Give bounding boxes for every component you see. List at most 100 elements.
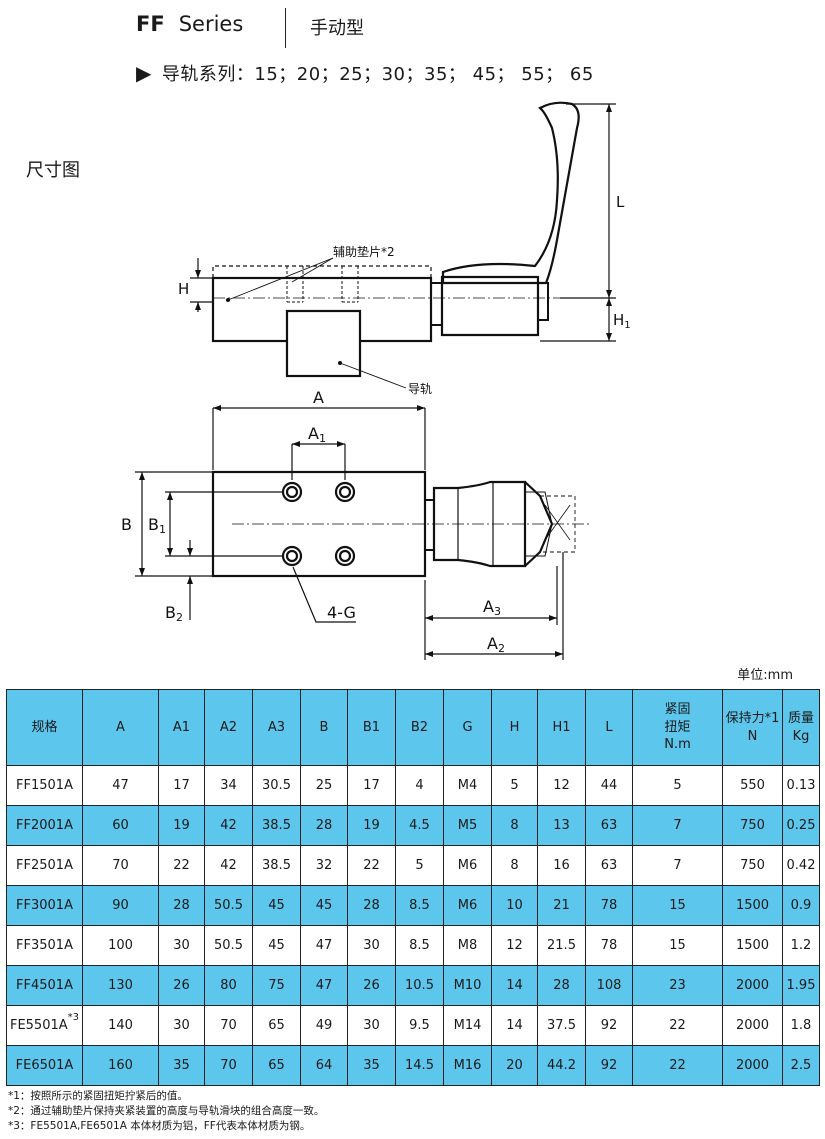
value-cell: 12 xyxy=(491,925,538,966)
rail-series-line: ▶导轨系列：15；20；25；30；35； 45； 55； 65 xyxy=(136,60,594,86)
value-cell: 26 xyxy=(347,965,396,1006)
value-cell: 45 xyxy=(300,885,348,926)
value-cell: 35 xyxy=(347,1045,396,1086)
value-cell: 14 xyxy=(491,1005,538,1046)
value-cell: 45 xyxy=(252,925,301,966)
label-H1: H xyxy=(613,311,624,329)
model-cell: FE5501A*3 xyxy=(6,1005,83,1046)
value-cell: 4.5 xyxy=(395,805,444,846)
value-cell: 1500 xyxy=(722,925,783,966)
value-cell: M4 xyxy=(443,765,492,806)
value-cell: 19 xyxy=(347,805,396,846)
value-cell: 70 xyxy=(204,1005,253,1046)
label-A3-sub: 3 xyxy=(494,605,501,618)
value-cell: 50.5 xyxy=(204,925,253,966)
header-cell: A3 xyxy=(252,689,301,766)
value-cell: 80 xyxy=(204,965,253,1006)
value-cell: 12 xyxy=(537,765,586,806)
header-cell: A xyxy=(82,689,159,766)
header-line: Kg xyxy=(792,728,810,744)
value-cell: 1.95 xyxy=(782,965,820,1006)
value-cell: 28 xyxy=(300,805,348,846)
value-cell: 37.5 xyxy=(537,1005,586,1046)
model-cell: FE6501A xyxy=(6,1045,83,1086)
label-holes: 4-G xyxy=(327,603,356,622)
model-footnote-mark: *3 xyxy=(67,1012,80,1023)
footnote: *3：FE5501A,FE6501A 本体材质为铝，FF代表本体材质为钢。 xyxy=(8,1120,311,1132)
pad-dashed-outline xyxy=(212,265,432,278)
value-cell: M6 xyxy=(443,885,492,926)
value-cell: 63 xyxy=(585,805,633,846)
value-cell: 2.5 xyxy=(782,1045,820,1086)
value-cell: 64 xyxy=(300,1045,348,1086)
product-type: 手动型 xyxy=(310,18,364,39)
svg-text:A2: A2 xyxy=(487,634,505,655)
value-cell: 130 xyxy=(82,965,159,1006)
header-cell: B xyxy=(300,689,348,766)
header-cell: H1 xyxy=(537,689,586,766)
value-cell: 78 xyxy=(585,885,633,926)
side-plunger-collar xyxy=(430,282,443,326)
value-cell: M6 xyxy=(443,845,492,886)
value-cell: 8.5 xyxy=(395,885,444,926)
label-A2-sub: 2 xyxy=(498,642,505,655)
label-rail: 导轨 xyxy=(408,382,432,396)
value-cell: 47 xyxy=(82,765,159,806)
label-H1-sub: 1 xyxy=(624,320,630,331)
value-cell: 15 xyxy=(632,885,723,926)
value-cell: 8.5 xyxy=(395,925,444,966)
model-name: FF4501A xyxy=(16,978,73,993)
value-cell: 17 xyxy=(347,765,396,806)
header-cell: L xyxy=(585,689,633,766)
value-cell: 108 xyxy=(585,965,633,1006)
label-A1-sub: 1 xyxy=(319,432,326,445)
label-B2: B xyxy=(165,603,176,622)
label-A3: A xyxy=(483,597,494,616)
value-cell: 1500 xyxy=(722,885,783,926)
model-name: FF3001A xyxy=(16,898,73,913)
svg-text:A3: A3 xyxy=(483,597,501,618)
header-line: 保持力*1 xyxy=(725,710,780,726)
label-B1-sub: 1 xyxy=(159,523,166,536)
value-cell: 22 xyxy=(632,1005,723,1046)
header-cell: A2 xyxy=(204,689,253,766)
side-plunger xyxy=(440,275,540,337)
model-name: FF3501A xyxy=(16,938,73,953)
value-cell: 78 xyxy=(585,925,633,966)
label-H: H xyxy=(178,280,189,298)
value-cell: 28 xyxy=(537,965,586,1006)
value-cell: 65 xyxy=(252,1005,301,1046)
header-cell: G xyxy=(443,689,492,766)
header-line: 紧固 xyxy=(664,702,691,718)
model-cell: FF1501A xyxy=(6,765,83,806)
triangle-right-icon: ▶ xyxy=(136,61,152,85)
side-rail-block xyxy=(285,309,362,378)
value-cell: 70 xyxy=(82,845,159,886)
pad-screws xyxy=(286,266,359,303)
value-cell: 32 xyxy=(300,845,348,886)
label-A: A xyxy=(313,388,324,407)
value-cell: 17 xyxy=(158,765,205,806)
value-cell: 92 xyxy=(585,1005,633,1046)
model-name: FF2501A xyxy=(16,858,73,873)
series-word: Series xyxy=(178,12,244,36)
header-cell: 规格 xyxy=(6,689,83,766)
model-cell: FF3501A xyxy=(6,925,83,966)
value-cell: 47 xyxy=(300,925,348,966)
value-cell: 92 xyxy=(585,1045,633,1086)
value-cell: 47 xyxy=(300,965,348,1006)
model-cell: FF2501A xyxy=(6,845,83,886)
label-A1: A xyxy=(308,424,319,443)
unit-label: 单位:mm xyxy=(737,668,793,683)
value-cell: 7 xyxy=(632,845,723,886)
value-cell: M14 xyxy=(443,1005,492,1046)
value-cell: 750 xyxy=(722,845,783,886)
model-cell: FF3001A xyxy=(6,885,83,926)
value-cell: 30 xyxy=(347,925,396,966)
value-cell: 34 xyxy=(204,765,253,806)
